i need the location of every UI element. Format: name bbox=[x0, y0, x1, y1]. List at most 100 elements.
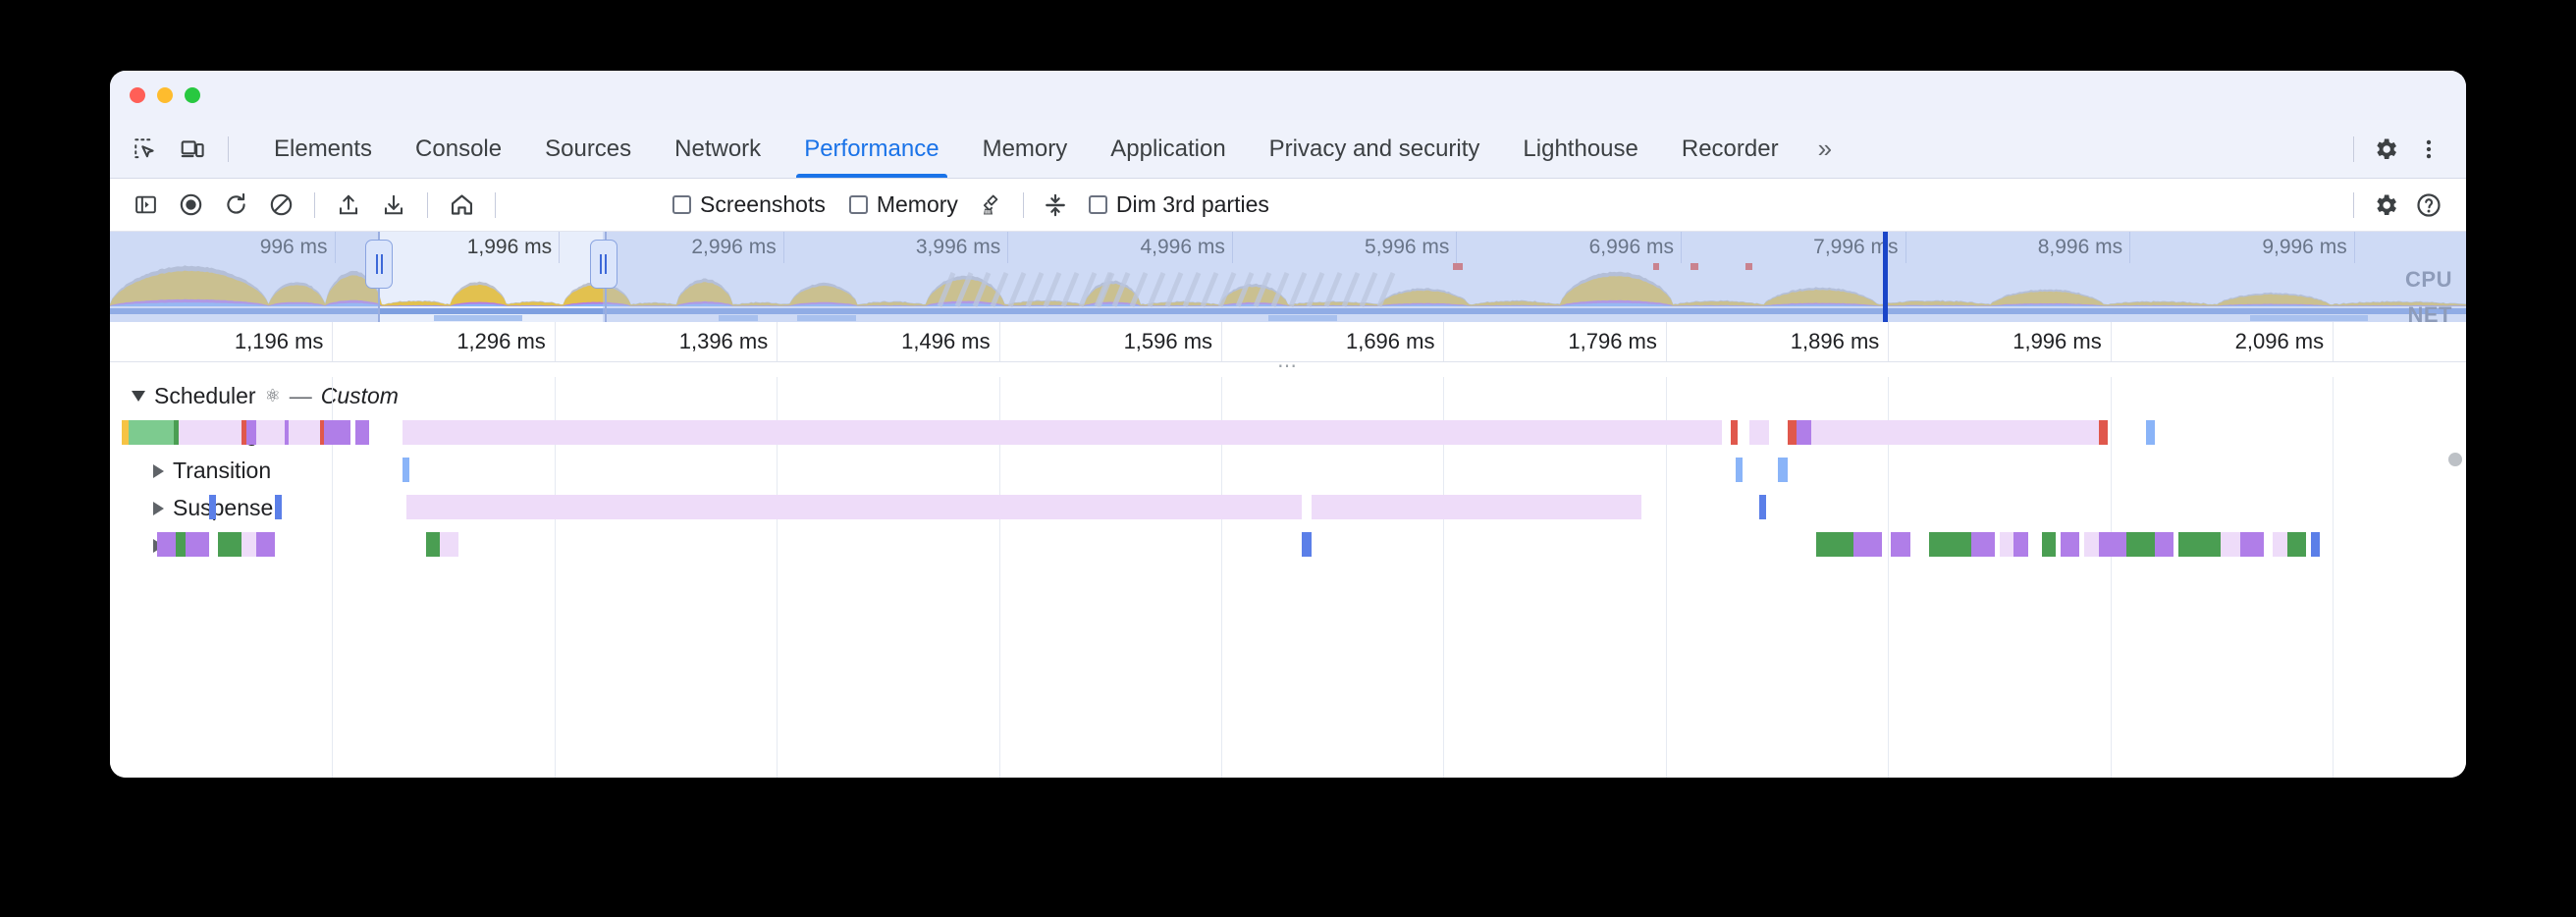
flame-event[interactable] bbox=[1797, 420, 1811, 445]
flame-event[interactable] bbox=[2145, 420, 2156, 445]
flame-event[interactable] bbox=[2042, 532, 2057, 557]
flame-event[interactable] bbox=[425, 532, 440, 557]
inspect-element-icon[interactable] bbox=[124, 128, 167, 171]
clear-icon[interactable] bbox=[259, 184, 302, 227]
flame-event[interactable] bbox=[185, 532, 209, 557]
minimize-window-button[interactable] bbox=[157, 87, 173, 103]
flame-event[interactable] bbox=[1749, 420, 1769, 445]
flame-event[interactable] bbox=[1853, 532, 1882, 557]
track-group-header[interactable]: Scheduler ⚛ — Custom bbox=[110, 377, 2466, 414]
flame-event[interactable] bbox=[2013, 532, 2028, 557]
flame-event[interactable] bbox=[1787, 420, 1798, 445]
flame-event[interactable] bbox=[354, 420, 369, 445]
flame-event[interactable] bbox=[246, 420, 256, 445]
track-label-transition[interactable]: Transition bbox=[153, 458, 271, 484]
selection-handle-left[interactable] bbox=[365, 240, 394, 289]
flame-event[interactable] bbox=[324, 420, 350, 445]
flame-event[interactable] bbox=[178, 420, 242, 445]
collect-garbage-icon[interactable] bbox=[970, 184, 1013, 227]
memory-checkbox[interactable]: Memory bbox=[837, 191, 970, 218]
tab-memory[interactable]: Memory bbox=[961, 120, 1090, 178]
flame-event[interactable] bbox=[319, 420, 325, 445]
save-profile-icon[interactable] bbox=[372, 184, 415, 227]
flame-event[interactable] bbox=[1815, 532, 1853, 557]
scrollbar-thumb[interactable] bbox=[2448, 453, 2462, 466]
flame-event[interactable] bbox=[2084, 532, 2099, 557]
flame-event[interactable] bbox=[208, 495, 216, 519]
settings-gear-icon[interactable] bbox=[2364, 128, 2407, 171]
flame-event[interactable] bbox=[255, 420, 285, 445]
track-row[interactable]: Suspense bbox=[110, 489, 2466, 526]
tab-recorder[interactable]: Recorder bbox=[1660, 120, 1800, 178]
flame-event[interactable] bbox=[2239, 532, 2264, 557]
track-label-suspense[interactable]: Suspense bbox=[153, 495, 273, 521]
flame-event[interactable] bbox=[2098, 420, 2109, 445]
flame-event[interactable] bbox=[1928, 532, 1971, 557]
dim-3rd-parties-checkbox[interactable]: Dim 3rd parties bbox=[1077, 191, 1281, 218]
flame-event[interactable] bbox=[157, 532, 177, 557]
flame-event[interactable] bbox=[2178, 532, 2222, 557]
home-icon[interactable] bbox=[440, 184, 483, 227]
flame-event[interactable] bbox=[1759, 495, 1767, 519]
close-window-button[interactable] bbox=[130, 87, 145, 103]
overview-selection-window[interactable] bbox=[378, 232, 607, 322]
flame-event[interactable] bbox=[402, 420, 1722, 445]
track-row[interactable]: Blocking bbox=[110, 414, 2466, 452]
flame-event[interactable] bbox=[1312, 495, 1641, 519]
tab-application[interactable]: Application bbox=[1089, 120, 1247, 178]
screenshots-checkbox[interactable]: Screenshots bbox=[661, 191, 837, 218]
flame-event[interactable] bbox=[1302, 532, 1312, 557]
selection-handle-right[interactable] bbox=[589, 240, 617, 289]
help-icon[interactable] bbox=[2407, 184, 2450, 227]
tab-network[interactable]: Network bbox=[653, 120, 782, 178]
load-profile-icon[interactable] bbox=[327, 184, 370, 227]
reload-and-record-icon[interactable] bbox=[214, 184, 257, 227]
tab-elements[interactable]: Elements bbox=[252, 120, 394, 178]
flame-event[interactable] bbox=[1778, 458, 1788, 482]
tab-performance[interactable]: Performance bbox=[782, 120, 960, 178]
flame-event[interactable] bbox=[218, 532, 242, 557]
flame-event[interactable] bbox=[122, 420, 130, 445]
flame-event[interactable] bbox=[289, 420, 320, 445]
collapse-tracks-icon[interactable] bbox=[1034, 184, 1077, 227]
tab-lighthouse[interactable]: Lighthouse bbox=[1501, 120, 1659, 178]
flame-event[interactable] bbox=[2286, 532, 2306, 557]
flame-event[interactable] bbox=[2155, 532, 2174, 557]
flame-chart[interactable]: Scheduler ⚛ — Custom BlockingTransitionS… bbox=[110, 377, 2466, 778]
tab-sources[interactable]: Sources bbox=[523, 120, 653, 178]
flame-event[interactable] bbox=[402, 458, 409, 482]
flame-event[interactable] bbox=[2310, 532, 2321, 557]
chevron-right-icon[interactable] bbox=[153, 501, 164, 515]
flame-event[interactable] bbox=[2273, 532, 2287, 557]
more-options-icon[interactable] bbox=[2407, 128, 2450, 171]
flame-event[interactable] bbox=[284, 420, 290, 445]
flame-event[interactable] bbox=[1810, 420, 2099, 445]
capture-settings-gear-icon[interactable] bbox=[2364, 184, 2407, 227]
flame-event[interactable] bbox=[440, 532, 459, 557]
flame-event[interactable] bbox=[2126, 532, 2156, 557]
flame-event[interactable] bbox=[1971, 532, 1995, 557]
chevron-right-icon[interactable] bbox=[153, 463, 164, 478]
tab-privacy-and-security[interactable]: Privacy and security bbox=[1248, 120, 1502, 178]
flame-event[interactable] bbox=[2221, 532, 2240, 557]
flame-event[interactable] bbox=[255, 532, 275, 557]
flame-event[interactable] bbox=[242, 420, 247, 445]
resize-handle-dots[interactable]: ⋯ bbox=[1277, 355, 1299, 377]
toggle-sidebar-icon[interactable] bbox=[124, 184, 167, 227]
record-icon[interactable] bbox=[169, 184, 212, 227]
track-row[interactable]: Idle bbox=[110, 526, 2466, 564]
flame-event[interactable] bbox=[406, 495, 1303, 519]
flame-event[interactable] bbox=[1891, 532, 1910, 557]
flame-event[interactable] bbox=[176, 532, 186, 557]
flame-event[interactable] bbox=[129, 420, 174, 445]
flame-event[interactable] bbox=[242, 532, 256, 557]
flame-event[interactable] bbox=[2098, 532, 2127, 557]
flame-event[interactable] bbox=[1731, 420, 1739, 445]
chevron-down-icon[interactable] bbox=[132, 391, 145, 402]
track-row[interactable]: Transition bbox=[110, 452, 2466, 489]
flame-event[interactable] bbox=[2061, 532, 2080, 557]
flame-event[interactable] bbox=[1736, 458, 1744, 482]
flame-event[interactable] bbox=[173, 420, 179, 445]
